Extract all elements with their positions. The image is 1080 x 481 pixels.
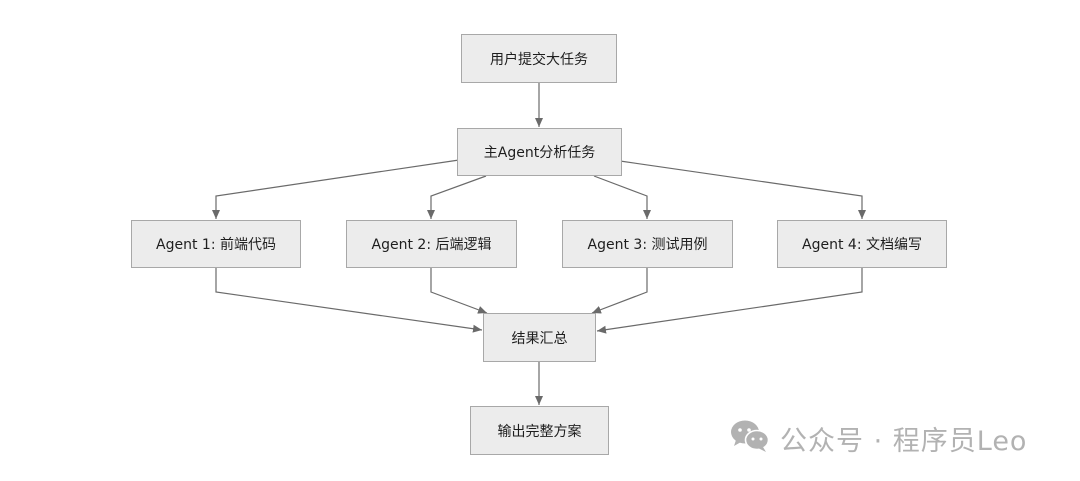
wechat-icon	[730, 419, 770, 457]
node-agent4-docs: Agent 4: 文档编写	[777, 220, 947, 268]
edge-agent3-to-summary	[591, 268, 648, 314]
node-agent2-backend: Agent 2: 后端逻辑	[346, 220, 517, 268]
node-agent3-tests: Agent 3: 测试用例	[562, 220, 733, 268]
edge-agent4-to-summary	[596, 268, 863, 334]
watermark-text: 公众号 · 程序员Leo	[780, 425, 1028, 457]
node-result-summary: 结果汇总	[483, 313, 596, 362]
watermark: 公众号 · 程序员Leo	[730, 418, 1027, 458]
edge-main-to-agent3	[593, 175, 651, 219]
node-main-agent-analyze: 主Agent分析任务	[457, 128, 622, 176]
node-output-plan: 输出完整方案	[470, 406, 609, 455]
edge-main-to-agent2	[427, 175, 487, 219]
node-user-submit-task: 用户提交大任务	[461, 34, 617, 83]
edge-main-to-agent1	[212, 159, 460, 219]
node-agent1-frontend: Agent 1: 前端代码	[131, 220, 301, 268]
edge-agent1-to-summary	[215, 268, 483, 333]
edge-agent2-to-summary	[430, 268, 488, 314]
edge-main-to-agent4	[619, 160, 866, 219]
